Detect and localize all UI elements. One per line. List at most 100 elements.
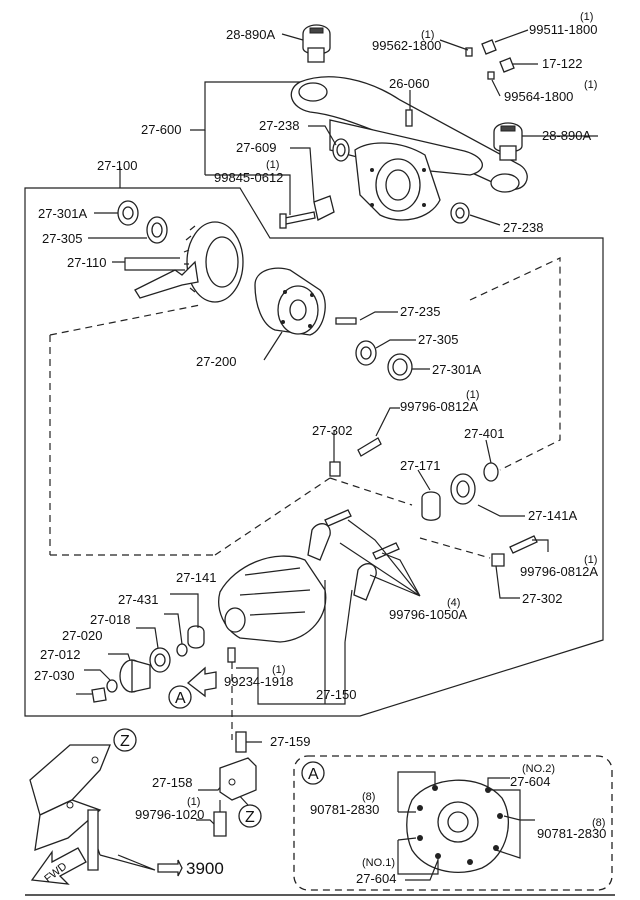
plug-99564-1800 (487, 71, 495, 80)
seal-27-401 (483, 462, 499, 482)
label-90781-2830-left: 90781-2830 (310, 802, 379, 817)
fwd-arrow (30, 847, 87, 885)
label-27-141: 27-141 (176, 570, 216, 585)
bolts-99796-1050a-a (324, 509, 352, 527)
label-27-431: 27-431 (118, 592, 158, 607)
spacer-27-431 (176, 643, 188, 657)
label-99796-0812a-top: 99796-0812A (400, 399, 478, 414)
label-27-238-right: 27-238 (503, 220, 543, 235)
bolt-99796-1020 (213, 811, 227, 837)
qty-99562: (1) (421, 29, 434, 41)
pin-99234-1918 (227, 647, 236, 663)
label-27-238-top: 27-238 (259, 118, 299, 133)
label-27-158: 27-158 (152, 775, 192, 790)
bolt-99796-0812a-right (509, 535, 538, 554)
label-27-171: 27-171 (400, 458, 440, 473)
bracket-27-302-right (491, 553, 505, 567)
label-27-301a-left: 27-301A (38, 206, 87, 221)
dashed-outline-diff (49, 257, 561, 556)
inset-circle-a (301, 761, 325, 785)
label-27-020: 27-020 (62, 628, 102, 643)
crossmember-27-600 (290, 76, 528, 221)
seal-27-141 (187, 625, 205, 649)
label-99511-1800: 99511-1800 (529, 22, 597, 37)
label-99845-0612: 99845-0612 (214, 170, 283, 185)
pin-27-159 (235, 731, 247, 753)
carrier-housing-27-150 (218, 555, 327, 643)
label-27-150: 27-150 (316, 687, 356, 702)
bearing-cap-right (353, 563, 377, 601)
label-28-890a-top: 28-890A (226, 27, 275, 42)
label-26-060: 26-060 (389, 76, 429, 91)
qty-99796-right: (1) (584, 554, 597, 566)
bracket-27-302-top (329, 461, 341, 477)
inset-a-carrier-view (397, 771, 535, 881)
label-27-301a-right: 27-301A (432, 362, 481, 377)
label-17-122: 17-122 (542, 56, 582, 71)
qty-99234: (1) (272, 664, 285, 676)
pointing-hand-icon (157, 859, 183, 877)
bracket-27-609 (313, 195, 335, 221)
label-27-012: 27-012 (40, 647, 80, 662)
callout-circle-z-top (113, 728, 137, 752)
bolt-27-235 (335, 317, 357, 325)
label-27-609: 27-609 (236, 140, 276, 155)
inset-a-frame (293, 755, 613, 891)
diff-case-27-200 (254, 267, 326, 336)
pinion-27-110 (134, 260, 199, 299)
label-27-100: 27-100 (97, 158, 137, 173)
inset-a-letter: A (308, 766, 319, 783)
label-27-302-top: 27-302 (312, 423, 352, 438)
washer-27-012 (106, 679, 118, 693)
label-99796-1020: 99796-1020 (135, 807, 204, 822)
spacer-27-171 (421, 491, 441, 521)
companion-flange-27-020 (119, 659, 151, 693)
qty-90781-left: (8) (362, 791, 375, 803)
circle-z-bottom-letter: Z (245, 809, 255, 826)
qty-99796-1020: (1) (187, 796, 200, 808)
label-99796-0812a-right: 99796-0812A (520, 564, 598, 579)
label-27-030: 27-030 (34, 668, 74, 683)
qty-no1: (NO.1) (362, 857, 395, 869)
callout-circle-z-bottom (238, 804, 262, 828)
ring-gear-27-110 (183, 221, 244, 303)
label-27-302-right: 27-302 (522, 591, 562, 606)
label-27-235: 27-235 (400, 304, 440, 319)
mount-28-890a-top (302, 24, 331, 63)
qty-99845: (1) (266, 159, 279, 171)
qty-90781-right: (8) (592, 817, 605, 829)
label-28-890a-right: 28-890A (542, 128, 591, 143)
label-27-018: 27-018 (90, 612, 130, 627)
chassis-detail (29, 744, 111, 871)
nut-27-030 (91, 687, 107, 703)
qty-99511: (1) (580, 11, 593, 23)
label-27-604-bottom: 27-604 (356, 871, 396, 886)
circle-a-letter: A (175, 690, 186, 707)
qty-99564: (1) (584, 79, 597, 91)
label-27-401: 27-401 (464, 426, 504, 441)
bolt-17-122 (499, 57, 515, 73)
circle-z-top-letter: Z (120, 733, 130, 750)
label-27-159: 27-159 (270, 734, 310, 749)
label-27-600: 27-600 (141, 122, 181, 137)
label-27-305-left: 27-305 (42, 231, 82, 246)
label-27-141a: 27-141A (528, 508, 577, 523)
bolt-99511-1800 (481, 39, 497, 55)
arrow-a-view (186, 666, 217, 698)
bearing-cap-left (307, 523, 331, 561)
label-99562-1800: 99562-1800 (372, 38, 441, 53)
label-99796-1050a: 99796-1050A (389, 607, 467, 622)
label-27-305-right: 27-305 (418, 332, 458, 347)
label-27-110: 27-110 (67, 255, 107, 270)
qty-99796-top: (1) (466, 389, 479, 401)
label-90781-2830-right: 90781-2830 (537, 826, 606, 841)
assembly-27-100-frame (24, 187, 604, 717)
leader-lines (76, 29, 598, 871)
bracket-27-158 (219, 757, 257, 801)
callout-circle-a (168, 685, 192, 709)
plug-99562-1800 (465, 47, 473, 57)
label-27-200: 27-200 (196, 354, 236, 369)
label-99234-1918: 99234-1918 (224, 674, 293, 689)
